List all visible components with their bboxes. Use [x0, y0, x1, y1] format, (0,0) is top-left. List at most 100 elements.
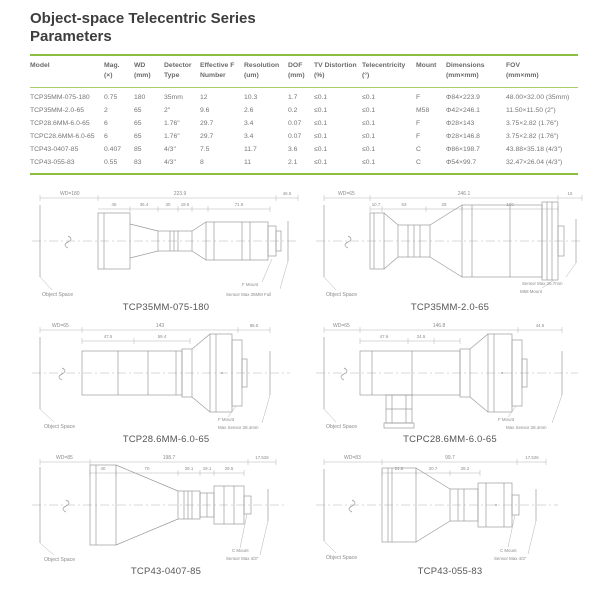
break-symbol [340, 367, 348, 381]
table-cell: 12 [200, 94, 208, 102]
table-cell: 29.7 [200, 120, 214, 128]
table-cell: Φ84×223.9 [446, 94, 480, 102]
dimension-label: 143 [156, 323, 165, 329]
dimension-label: 223.9 [174, 191, 187, 197]
table-cell: Φ86×198.7 [446, 146, 480, 154]
table-cell: 7.5 [200, 146, 210, 154]
table-cell: ≤0.1 [362, 146, 376, 154]
lens-technical-drawing: WD=83 99.7 17.526 21.8 20.7 28.2 Object … [316, 455, 558, 561]
lens-technical-drawing: WD=85 198.7 17.526 40 70 29.1 19.1 29.5 … [32, 455, 286, 563]
dimension-label: 17.526 [255, 455, 269, 460]
dimension-label: 246.1 [458, 191, 471, 197]
dimension-label: 29.5 [225, 466, 234, 471]
drawings-grid: WD=180 223.9 46.5 45 36.4 30 19.5 71.9 [24, 189, 600, 577]
table-cell: Φ28×146.8 [446, 133, 480, 141]
break-symbol [344, 235, 352, 249]
page-title-line1: Object-space Telecentric Series [30, 10, 256, 27]
table-cell: ≤0.1 [362, 107, 376, 115]
dimension-label: WD=180 [60, 191, 80, 197]
drawing-tcp35mm-075-180: WD=180 223.9 46.5 45 36.4 30 19.5 71.9 [24, 189, 308, 313]
table-cell: TCP35MM-2.0-65 [30, 107, 85, 115]
table-cell: ≤0.1 [362, 94, 376, 102]
dimension-label: 21.8 [395, 466, 404, 471]
table-cell: 0.407 [104, 146, 122, 154]
dimension-label: 36.4 [140, 202, 149, 207]
table-cell: 8 [200, 159, 204, 167]
table-cell: ≤0.1 [362, 120, 376, 128]
dimension-label: 29.1 [185, 466, 194, 471]
object-space-label: Object Space [326, 555, 357, 561]
table-cell: 3.75×2.82 (1.76") [506, 120, 559, 128]
table-cell: M58 [416, 107, 430, 115]
dimension-label: WD=85 [56, 455, 73, 461]
table-cell: 0.55 [104, 159, 118, 167]
lens-technical-drawing: WD=65 146.8 44.5 47.6 24.5 Object Space [316, 323, 578, 430]
column-header: Resolution(um) [244, 62, 280, 80]
table-cell: Φ54×99.7 [446, 159, 477, 167]
table-cell: 3.4 [244, 120, 254, 128]
table-cell: 65 [134, 107, 142, 115]
mount-label: C Mount [500, 548, 517, 553]
object-space-label: Object Space [42, 292, 73, 298]
table-cell: TCP43-055-83 [30, 159, 75, 167]
dimension-label: 40 [101, 466, 106, 471]
break-symbol [348, 499, 356, 513]
table-cell: 83 [134, 159, 142, 167]
table-cell: 29.7 [200, 133, 214, 141]
sensor-label: Sensor Max 4/3" [226, 556, 259, 561]
dimension-label: 71.9 [235, 202, 244, 207]
table-cell: 2" [164, 107, 171, 115]
table-cell: C [416, 146, 421, 154]
dimension-label: WD=83 [344, 455, 361, 461]
table-cell: 1.76" [164, 133, 180, 141]
column-header: Telecentricity(°) [362, 62, 406, 80]
dimension-label: 44.5 [536, 323, 545, 328]
column-header: WD(mm) [134, 62, 151, 80]
table-cell: ≤0.1 [314, 146, 328, 154]
column-header: FOV(mm×mm) [506, 62, 539, 80]
lens-technical-drawing: WD=65 143 88.5 47.5 59.4 Object Space F … [32, 323, 290, 430]
dimension-label: WD=65 [333, 323, 350, 329]
drawing-tcp35mm-2-0-65: WD=65 246.1 16 10.7 63 28 100 Object Spa… [308, 189, 592, 313]
table-cell: ≤0.1 [362, 159, 376, 167]
sensor-label: Max Sensor 28.4mm [506, 425, 547, 430]
mount-label: F Mount [498, 417, 515, 422]
dimension-label: WD=65 [52, 323, 69, 329]
table-cell: 35mm [164, 94, 183, 102]
table-cell: 3.4 [244, 133, 254, 141]
table-cell: F [416, 94, 421, 102]
mount-label: C Mount [232, 548, 249, 553]
table-cell: 1.7 [288, 94, 298, 102]
drawing-tcp28-6mm-6-0-65: WD=65 143 88.5 47.5 59.4 Object Space F … [24, 321, 308, 445]
table-cell: TCP43-0407-85 [30, 146, 79, 154]
drawing-caption: TCP43-0407-85 [130, 566, 202, 578]
drawing-tcp43-0407-85: WD=85 198.7 17.526 40 70 29.1 19.1 29.5 … [24, 453, 308, 577]
sensor-label: Sensor Max 35MM Full [226, 292, 271, 297]
mount-label: F Mount [218, 417, 235, 422]
table-cell: 65 [134, 133, 142, 141]
table-cell: ≤0.1 [314, 133, 328, 141]
table-cell: ≤0.1 [314, 159, 328, 167]
page-title: Object-space Telecentric Series Paramete… [30, 10, 600, 45]
table-cell: 11.7 [244, 146, 257, 154]
dimension-label: 47.6 [380, 334, 389, 339]
table-cell: 4/3" [164, 159, 176, 167]
table-cell: TCPC28.6MM-6.0-65 [30, 133, 95, 141]
table-cell: 2.6 [244, 107, 254, 115]
drawing-caption: TCP35MM-075-180 [122, 302, 210, 314]
dimension-label: 19.1 [203, 466, 212, 471]
sensor-label: Sensor Max 26.7mm [522, 281, 563, 286]
drawing-caption: TCP35MM-2.0-65 [410, 302, 490, 314]
page-title-line2: Parameters [30, 27, 112, 45]
table-cell: 48.00×32.00 (35mm) [506, 94, 570, 102]
table-cell: 0.2 [288, 107, 298, 115]
table-cell: ≤0.1 [314, 107, 328, 115]
table-cell: 1.76" [164, 120, 180, 128]
table-cell: 6 [104, 120, 108, 128]
drawing-tcpc28-6mm-6-0-65: WD=65 146.8 44.5 47.6 24.5 Object Space [308, 321, 592, 445]
